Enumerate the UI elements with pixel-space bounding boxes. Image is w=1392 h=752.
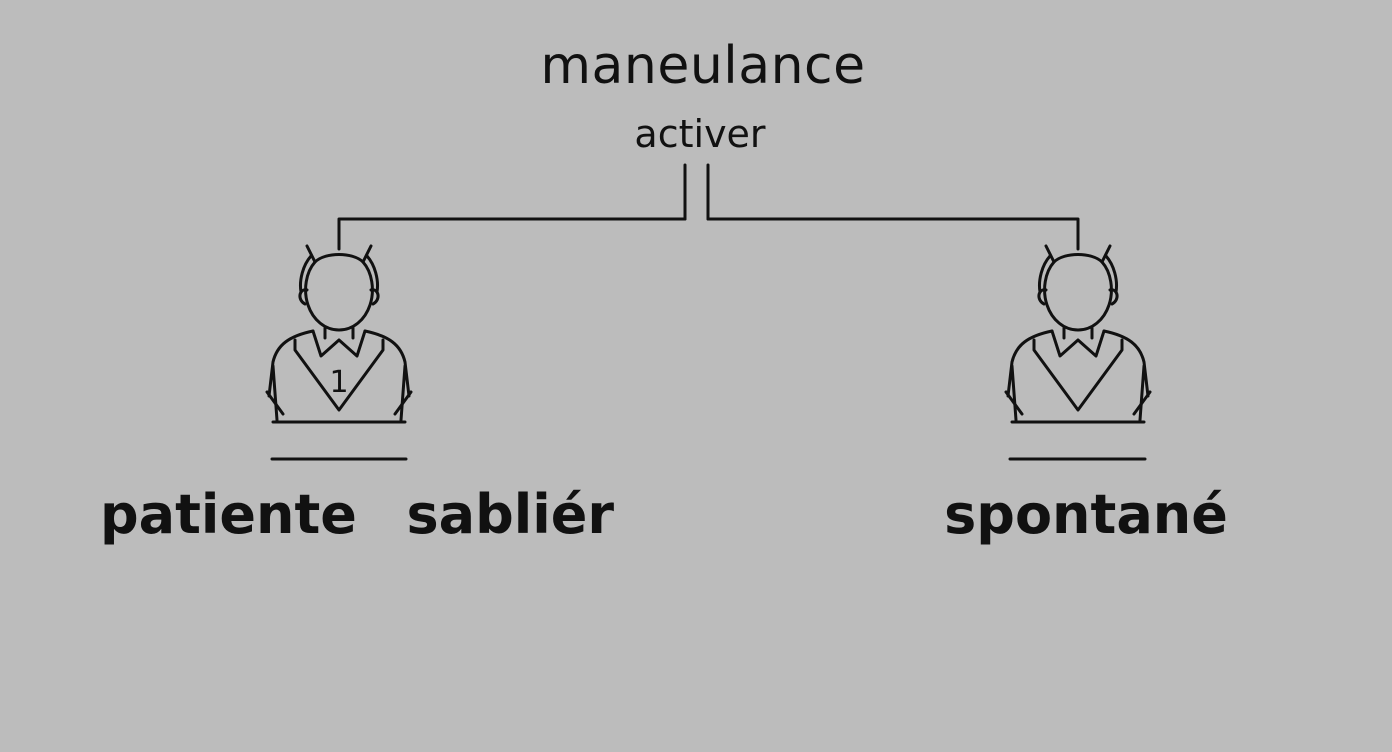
node-label-right: spontané [944,483,1228,546]
root-subtitle: activer [634,112,766,156]
node-label-left: patiente sabliér [99,483,615,546]
person-icon [265,244,413,424]
person-icon [1004,244,1152,424]
badge-left: 1 [329,365,348,400]
root-title: maneulance [540,36,866,96]
connector-left [337,217,687,251]
connector-right [706,217,1080,251]
